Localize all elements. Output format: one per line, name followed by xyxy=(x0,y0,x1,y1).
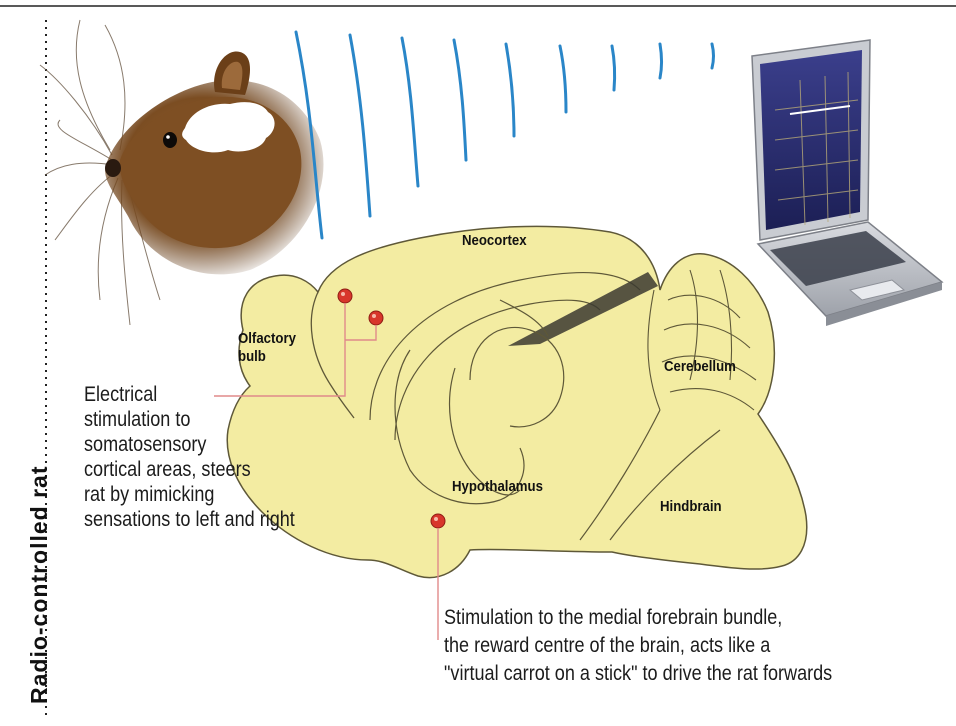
callout-forebrain: Stimulation to the medial forebrain bund… xyxy=(444,604,832,688)
signal-wave-3 xyxy=(402,38,418,186)
callout-line: rat by mimicking xyxy=(84,482,295,507)
electrode-dot-icon xyxy=(369,311,383,325)
callout-line: the reward centre of the brain, acts lik… xyxy=(444,632,832,660)
side-title: Radio-controlled rat xyxy=(26,465,53,704)
callout-line: stimulation to xyxy=(84,407,295,432)
label-hindbrain: Hindbrain xyxy=(660,498,722,515)
signal-wave-7 xyxy=(612,46,615,90)
signal-wave-6 xyxy=(560,46,566,112)
callout-line: Electrical xyxy=(84,382,295,407)
signal-wave-2 xyxy=(350,35,370,216)
label-neocortex: Neocortex xyxy=(462,232,527,249)
radio-signal-waves xyxy=(296,32,714,238)
brain-diagram xyxy=(227,226,807,577)
callout-line: sensations to left and right xyxy=(84,507,295,532)
signal-wave-4 xyxy=(454,40,466,160)
brain-outline xyxy=(227,226,807,577)
label-cerebellum: Cerebellum xyxy=(664,358,736,375)
electrode-dot-icon xyxy=(431,514,445,528)
callout-line: Stimulation to the medial forebrain bund… xyxy=(444,604,832,632)
label-olfactory-bulb: Olfactory bulb xyxy=(238,330,296,366)
callout-line: somatosensory xyxy=(84,432,295,457)
signal-wave-9 xyxy=(712,44,714,68)
signal-wave-8 xyxy=(660,44,662,78)
label-olfactory-bulb-line: bulb xyxy=(238,348,296,366)
signal-wave-5 xyxy=(506,44,514,136)
callout-line: "virtual carrot on a stick" to drive the… xyxy=(444,660,832,688)
label-olfactory-bulb-line: Olfactory xyxy=(238,330,296,348)
laptop-icon xyxy=(752,40,942,326)
electrode-dot-icon xyxy=(338,289,352,303)
callout-somatosensory: Electrical stimulation to somatosensory … xyxy=(84,382,295,532)
callout-line: cortical areas, steers xyxy=(84,457,295,482)
label-hypothalamus: Hypothalamus xyxy=(452,478,543,495)
